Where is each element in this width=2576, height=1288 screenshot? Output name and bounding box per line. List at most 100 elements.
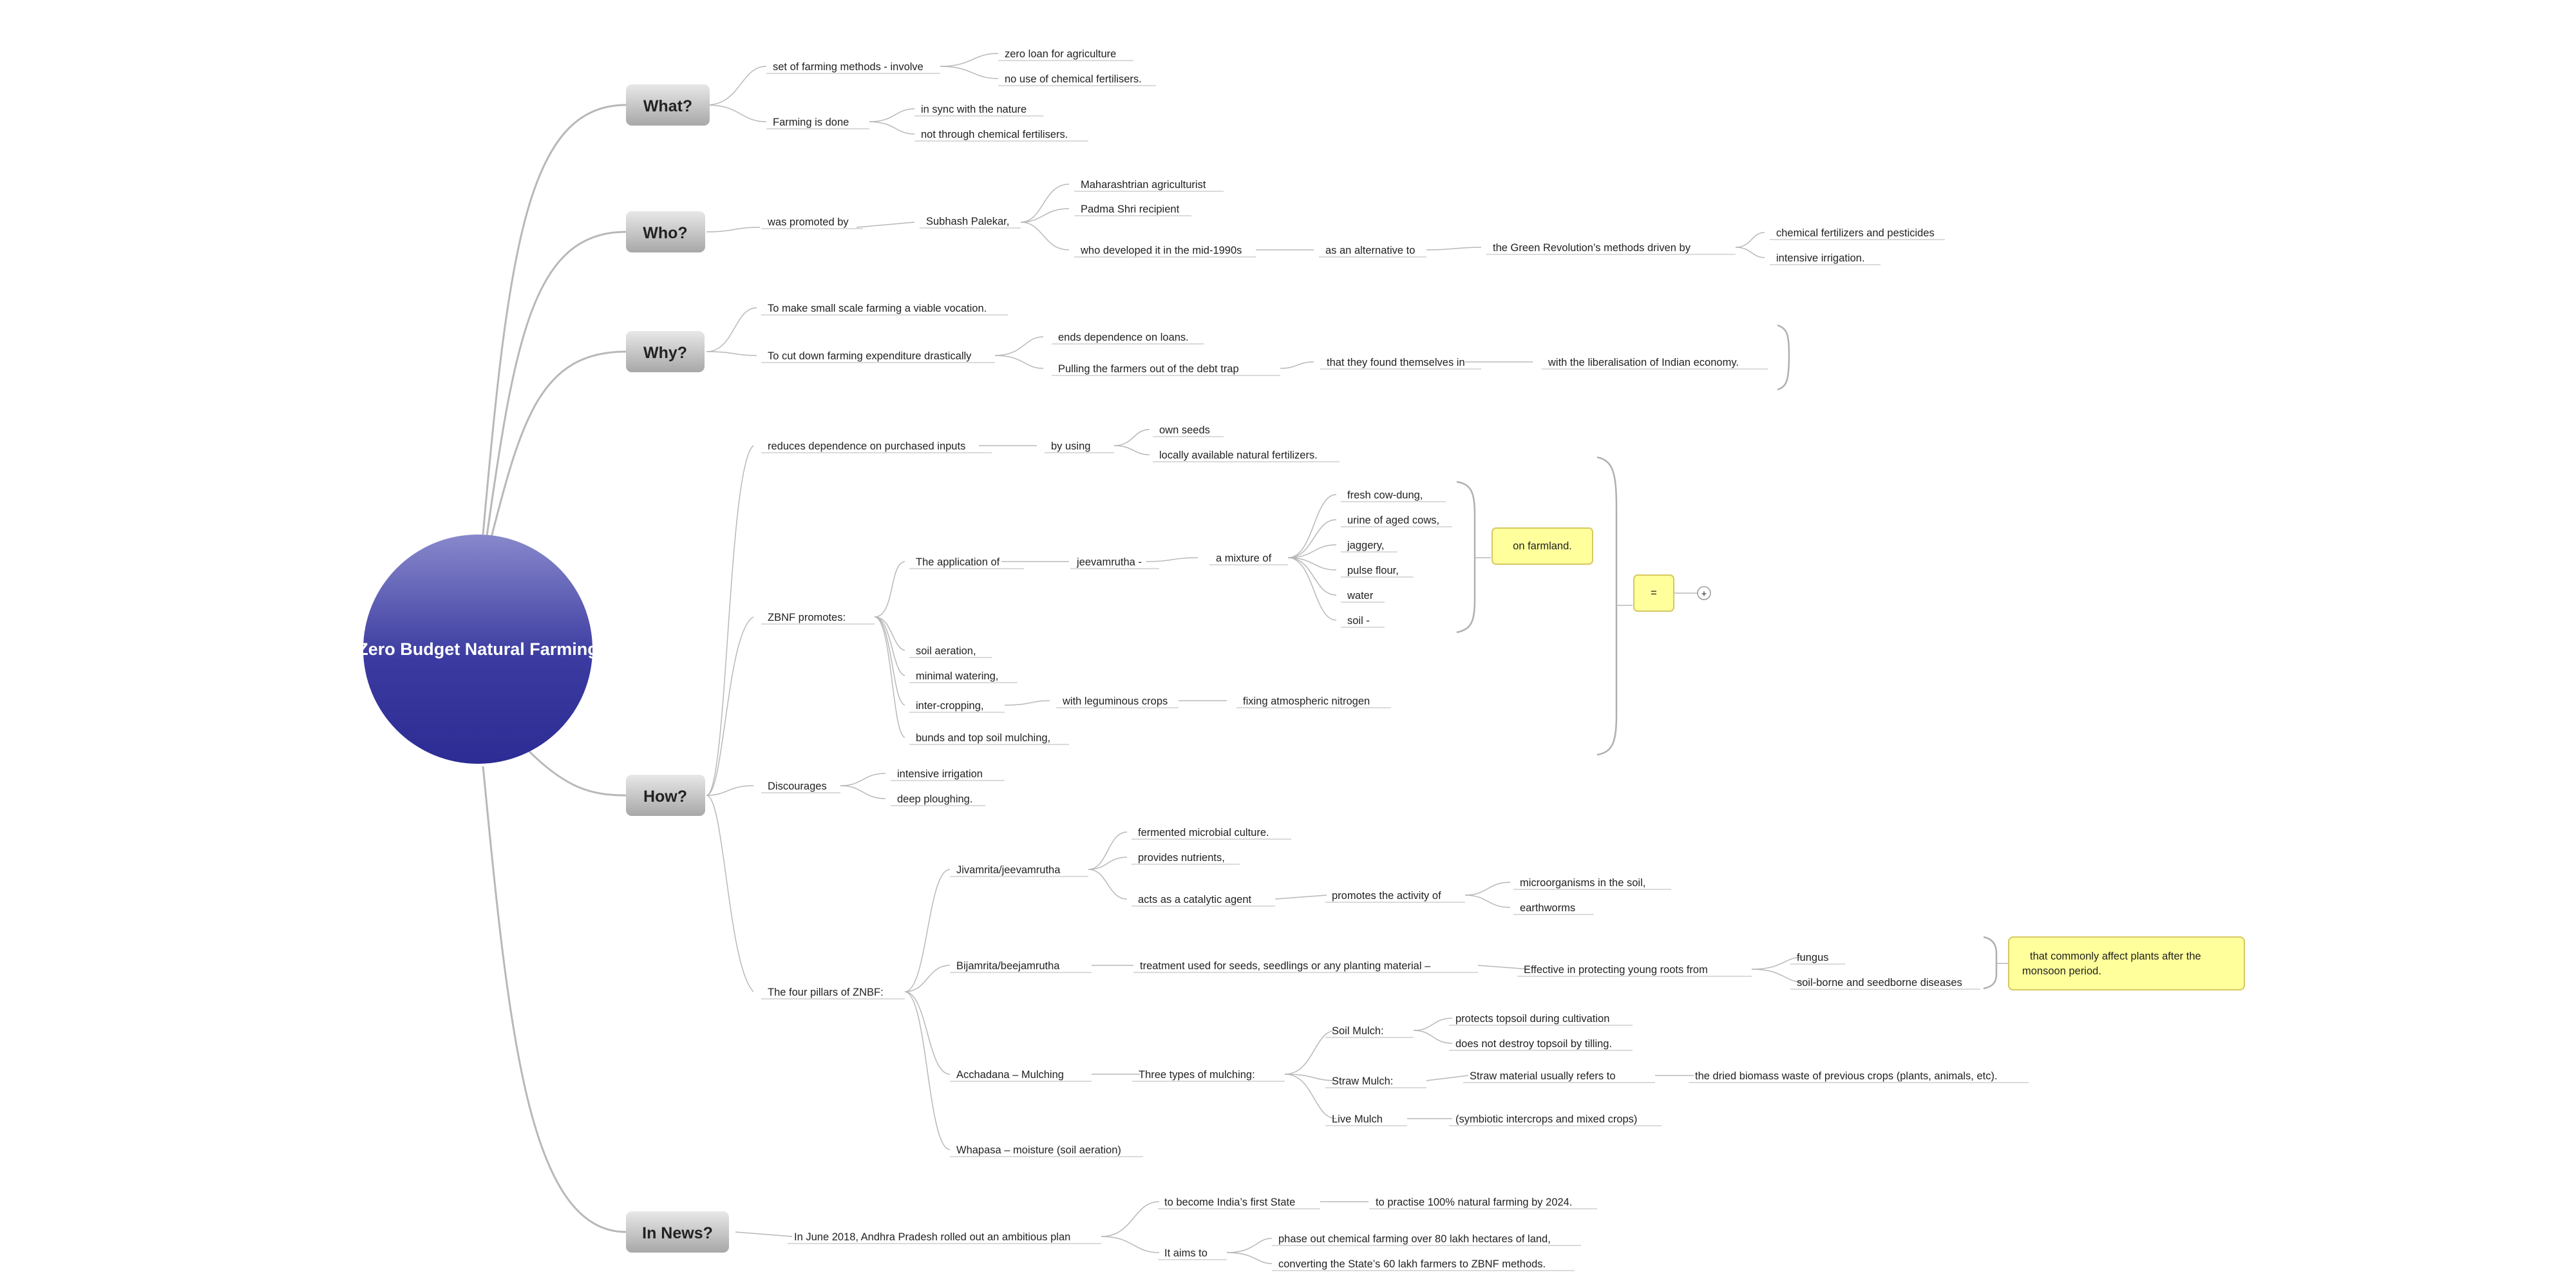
- topic-node[interactable]: phase out chemical farming over 80 lakh …: [1272, 1233, 1581, 1246]
- topic-node[interactable]: with the liberalisation of Indian econom…: [1542, 357, 1768, 370]
- topic-node[interactable]: Acchadana – Mulching: [950, 1069, 1092, 1082]
- topic-text: in sync with the nature: [921, 104, 1027, 115]
- topic-node[interactable]: Pulling the farmers out of the debt trap: [1052, 363, 1280, 376]
- topic-node[interactable]: Straw material usually refers to: [1463, 1070, 1655, 1083]
- callout-monsoon[interactable]: that commonly affect plants after the mo…: [2008, 936, 2245, 990]
- topic-text: (symbiotic intercrops and mixed crops): [1455, 1113, 1637, 1125]
- topic-node[interactable]: Discourages: [761, 781, 840, 793]
- topic-node[interactable]: It aims to: [1158, 1247, 1227, 1260]
- topic-node[interactable]: chemical fertilizers and pesticides: [1770, 227, 1945, 240]
- root-title: Zero Budget Natural Farming: [357, 639, 598, 659]
- topic-node[interactable]: soil aeration,: [909, 645, 992, 658]
- topic-node[interactable]: earthworms: [1513, 902, 1594, 915]
- topic-why[interactable]: Why?: [626, 331, 705, 372]
- topic-text: ends dependence on loans.: [1058, 332, 1189, 343]
- topic-node[interactable]: fungus: [1790, 952, 1845, 965]
- expand-button[interactable]: +: [1697, 586, 1711, 600]
- topic-text: not through chemical fertilisers.: [921, 129, 1068, 140]
- topic-node[interactable]: Live Mulch: [1325, 1113, 1407, 1126]
- topic-node[interactable]: minimal watering,: [909, 670, 1018, 683]
- root-node[interactable]: Zero Budget Natural Farming: [357, 535, 598, 764]
- topic-who[interactable]: Who?: [626, 211, 705, 252]
- topic-node[interactable]: set of farming methods - involve: [766, 61, 940, 74]
- topic-how[interactable]: How?: [626, 775, 705, 816]
- topic-node[interactable]: To cut down farming expenditure drastica…: [761, 350, 995, 363]
- ingredient[interactable]: soil -: [1341, 615, 1385, 628]
- topic-node[interactable]: no use of chemical fertilisers.: [998, 73, 1156, 86]
- topic-node[interactable]: a mixture of: [1209, 553, 1288, 565]
- topic-node[interactable]: who developed it in the mid-1990s: [1074, 245, 1256, 258]
- topic-node[interactable]: not through chemical fertilisers.: [914, 129, 1088, 142]
- topic-node[interactable]: with leguminous crops: [1056, 696, 1179, 708]
- topic-node[interactable]: The four pillars of ZNBF:: [761, 987, 905, 999]
- topic-node[interactable]: soil-borne and seedborne diseases: [1790, 977, 1980, 990]
- ingredient[interactable]: fresh cow-dung,: [1341, 489, 1446, 502]
- topic-node[interactable]: To make small scale farming a viable voc…: [761, 303, 1008, 316]
- topic-node[interactable]: intensive irrigation.: [1770, 252, 1880, 265]
- topic-node[interactable]: Maharashtrian agriculturist: [1074, 179, 1224, 192]
- topic-text: Farming is done: [773, 117, 849, 128]
- topic-how-label: How?: [643, 788, 687, 806]
- callout-equals[interactable]: =: [1633, 574, 1674, 612]
- topic-text: Acchadana – Mulching: [956, 1069, 1064, 1081]
- topic-node[interactable]: The application of: [909, 556, 1024, 569]
- topic-text: intensive irrigation: [897, 768, 983, 780]
- topic-node[interactable]: does not destroy topsoil by tilling.: [1449, 1038, 1633, 1051]
- ingredient-text: fresh cow-dung,: [1347, 489, 1423, 501]
- topic-node[interactable]: acts as a catalytic agent: [1132, 894, 1275, 907]
- topic-node[interactable]: in sync with the nature: [914, 104, 1043, 117]
- topic-node[interactable]: microorganisms in the soil,: [1513, 877, 1671, 890]
- topic-node[interactable]: provides nutrients,: [1132, 852, 1240, 865]
- topic-node[interactable]: Padma Shri recipient: [1074, 204, 1191, 216]
- topic-node[interactable]: promotes the activity of: [1325, 890, 1465, 903]
- topic-node[interactable]: Three types of mulching:: [1132, 1069, 1285, 1082]
- topic-node[interactable]: Subhash Palekar,: [920, 216, 1021, 229]
- topic-node[interactable]: Jivamrita/jeevamrutha: [950, 864, 1088, 877]
- topic-node[interactable]: Bijamrita/beejamrutha: [950, 960, 1092, 973]
- topic-in-news[interactable]: In News?: [626, 1211, 729, 1253]
- ingredient[interactable]: water: [1341, 590, 1385, 603]
- topic-node[interactable]: by using: [1045, 440, 1114, 453]
- topic-node[interactable]: fermented microbial culture.: [1132, 827, 1291, 840]
- ingredient[interactable]: pulse flour,: [1341, 565, 1414, 578]
- topic-node[interactable]: ends dependence on loans.: [1052, 332, 1204, 345]
- topic-node[interactable]: ZBNF promotes:: [761, 612, 875, 625]
- topic-node[interactable]: was promoted by: [761, 216, 863, 229]
- topic-node[interactable]: protects topsoil during cultivation: [1449, 1013, 1633, 1026]
- topic-node[interactable]: intensive irrigation: [891, 768, 1005, 781]
- topic-node[interactable]: deep ploughing.: [891, 793, 985, 806]
- topic-node[interactable]: Straw Mulch:: [1325, 1075, 1426, 1088]
- topic-node[interactable]: Farming is done: [766, 117, 869, 129]
- topic-node[interactable]: as an alternative to: [1319, 245, 1426, 258]
- topic-what[interactable]: What?: [626, 84, 710, 126]
- topic-node[interactable]: own seeds: [1153, 424, 1224, 437]
- topic-text: deep ploughing.: [897, 793, 972, 805]
- topic-node[interactable]: Whapasa – moisture (soil aeration): [950, 1144, 1143, 1157]
- topic-node[interactable]: bunds and top soil mulching,: [909, 732, 1069, 745]
- topic-node[interactable]: the Green Revolution’s methods driven by: [1486, 242, 1736, 255]
- topic-node[interactable]: inter-cropping,: [909, 700, 1005, 713]
- topic-node[interactable]: jeevamrutha -: [1070, 556, 1159, 569]
- topic-node[interactable]: the dried biomass waste of previous crop…: [1689, 1070, 2029, 1083]
- topic-node[interactable]: In June 2018, Andhra Pradesh rolled out …: [788, 1231, 1101, 1244]
- topic-node[interactable]: Effective in protecting young roots from: [1517, 964, 1752, 977]
- topic-text: inter-cropping,: [916, 700, 983, 712]
- topic-node[interactable]: converting the State’s 60 lakh farmers t…: [1272, 1258, 1575, 1271]
- topic-text: earthworms: [1520, 902, 1575, 914]
- topic-node[interactable]: zero loan for agriculture: [998, 48, 1133, 61]
- topic-text: was promoted by: [767, 216, 849, 228]
- topic-node[interactable]: reduces dependence on purchased inputs: [761, 440, 992, 453]
- topic-node[interactable]: to become India’s first State: [1158, 1197, 1320, 1209]
- topic-node[interactable]: treatment used for seeds, seedlings or a…: [1133, 960, 1478, 973]
- ingredient[interactable]: urine of aged cows,: [1341, 515, 1452, 527]
- topic-node[interactable]: that they found themselves in: [1320, 357, 1481, 370]
- topic-text: reduces dependence on purchased inputs: [768, 440, 965, 452]
- callout-on-farmland[interactable]: on farmland.: [1492, 527, 1593, 565]
- ingredient-text: pulse flour,: [1347, 565, 1399, 576]
- topic-node[interactable]: locally available natural fertilizers.: [1153, 450, 1340, 462]
- topic-node[interactable]: fixing atmospheric nitrogen: [1236, 696, 1391, 708]
- ingredient[interactable]: jaggery,: [1341, 540, 1397, 553]
- topic-node[interactable]: to practise 100% natural farming by 2024…: [1369, 1197, 1597, 1209]
- topic-node[interactable]: Soil Mulch:: [1325, 1025, 1414, 1038]
- topic-node[interactable]: (symbiotic intercrops and mixed crops): [1449, 1113, 1662, 1126]
